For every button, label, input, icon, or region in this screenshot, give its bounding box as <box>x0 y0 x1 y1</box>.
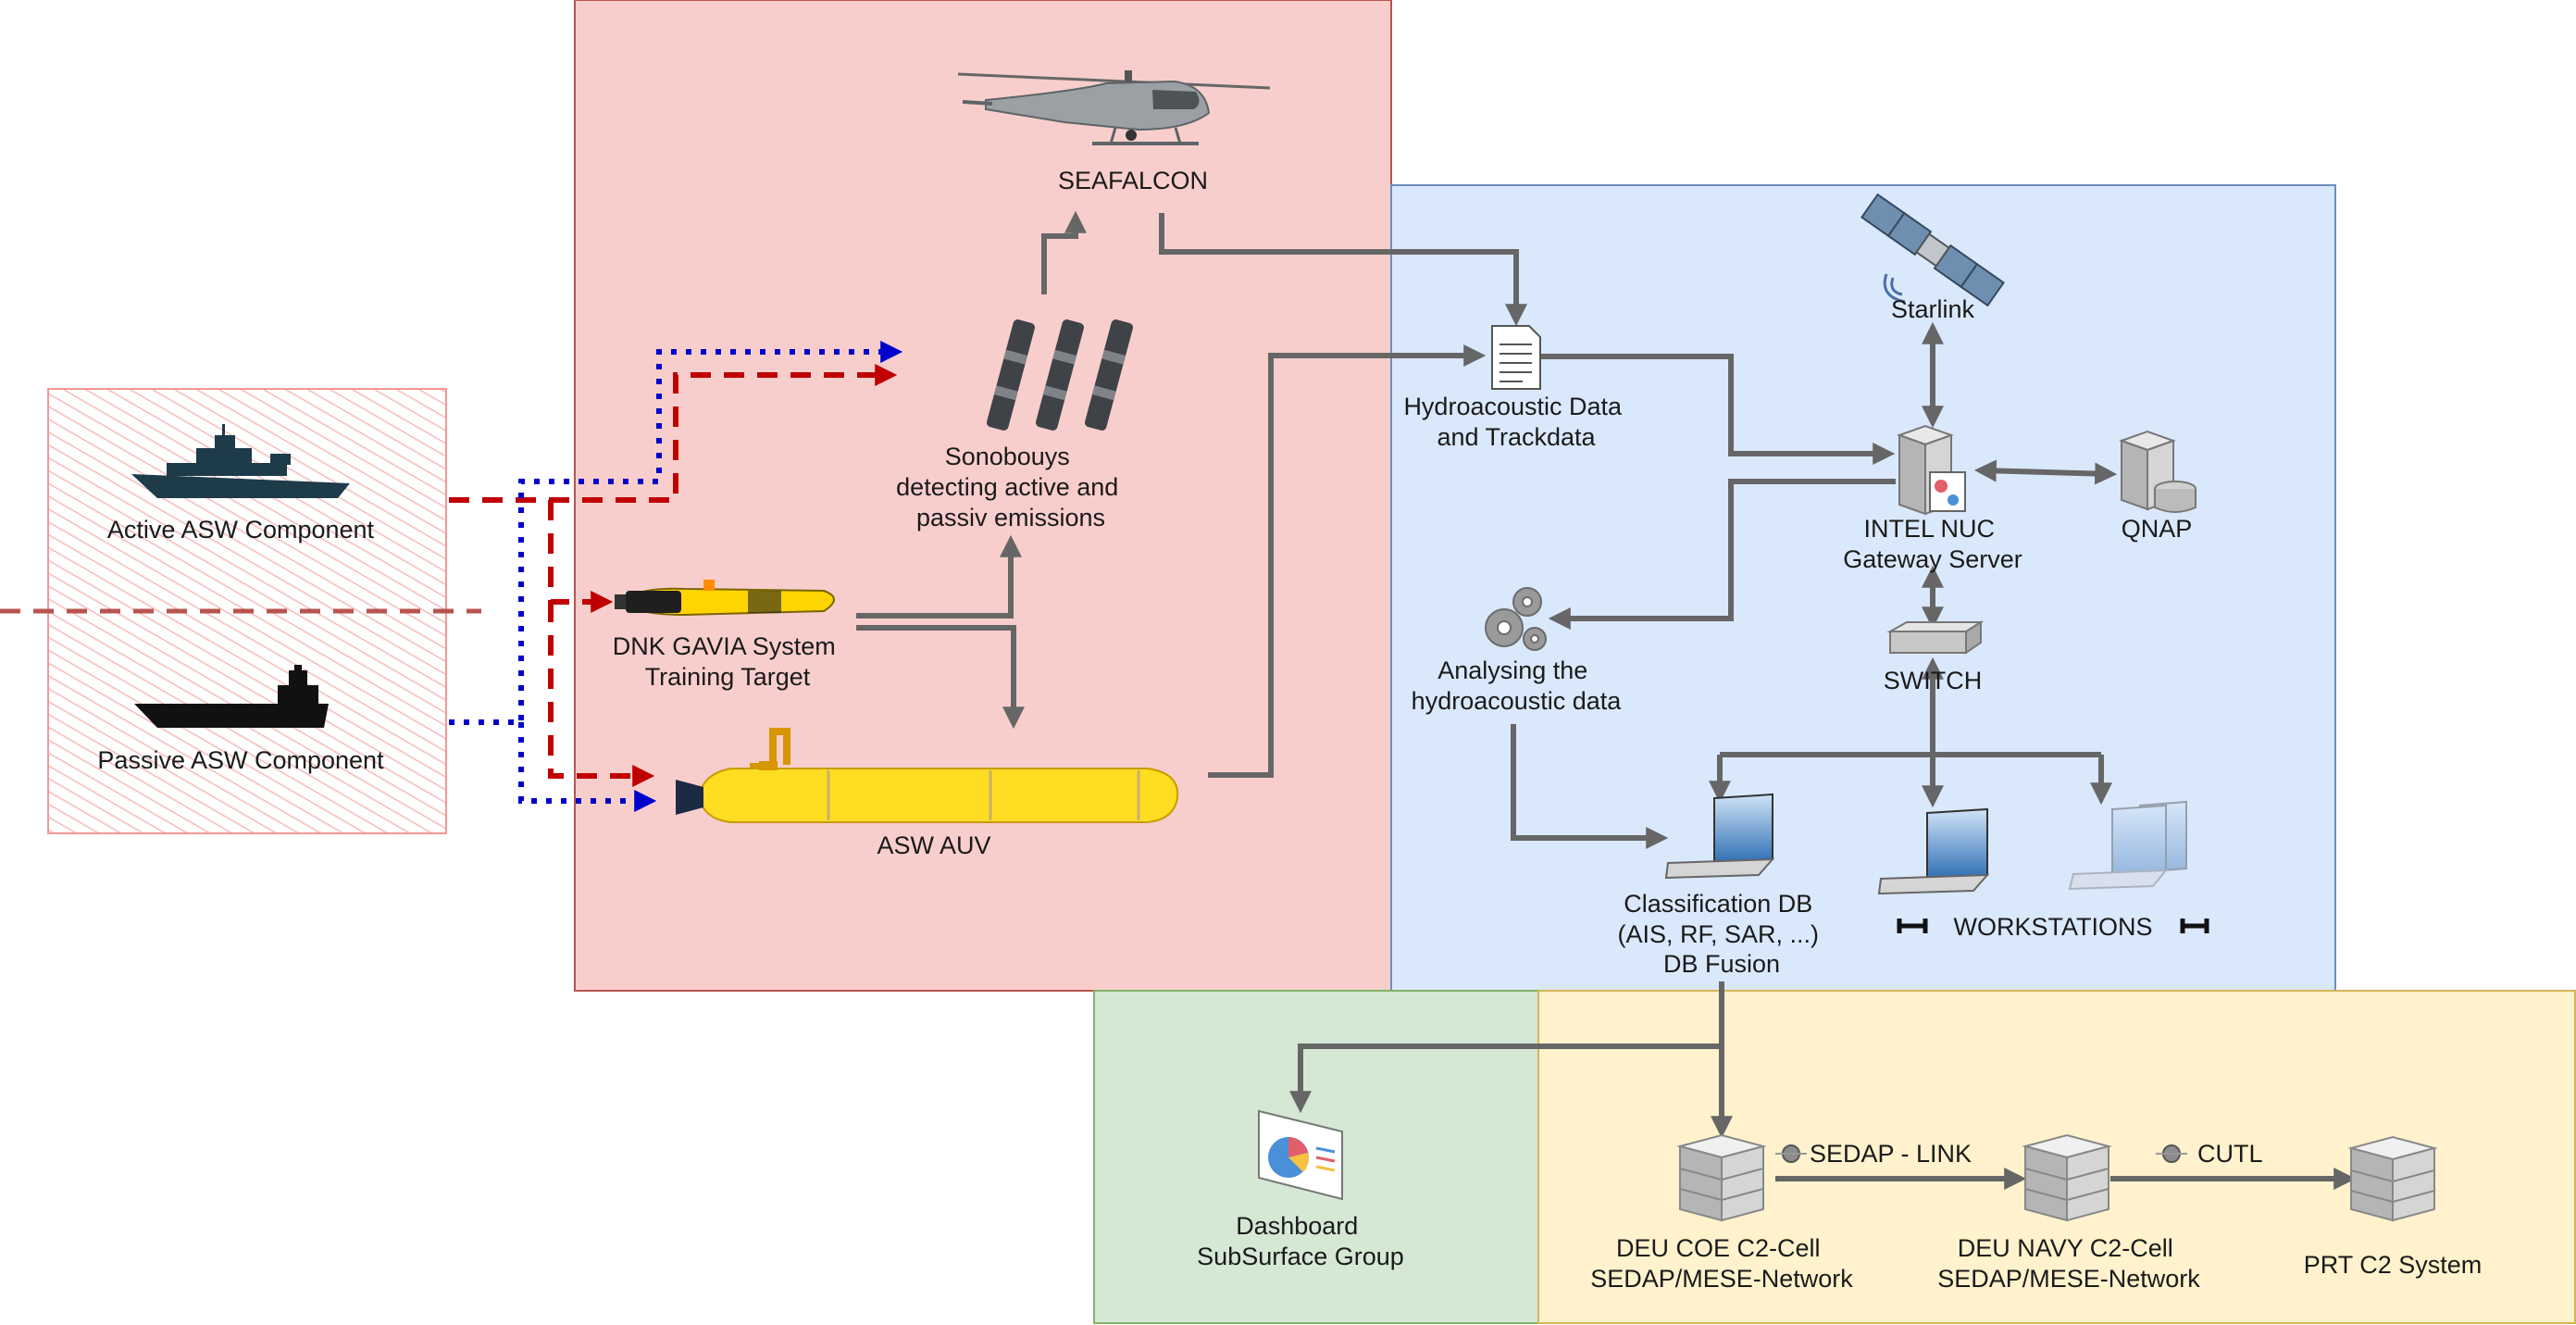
starlink-label: Starlink <box>1891 295 1975 323</box>
surface-zone <box>574 0 1392 992</box>
cargo-ship-icon <box>134 665 329 728</box>
destroyer-icon <box>131 424 350 498</box>
prt-server-icon <box>2347 1135 2438 1222</box>
workstations-label: WORKSTATIONS <box>1954 913 2153 941</box>
deu-navy-label: DEU NAVY C2-Cell SEDAP/MESE-Network <box>1937 1234 2200 1293</box>
prt-label: PRT C2 System <box>2304 1251 2483 1279</box>
sedap-link-globe-icon <box>1775 1144 1807 1163</box>
gateway-label: INTEL NUC Gateway Server <box>1843 515 2022 573</box>
seafalcon-helicopter-icon <box>957 70 1271 145</box>
cutl-label: CUTL <box>2197 1140 2263 1168</box>
qnap-storage-icon <box>2119 430 2196 513</box>
gears-icon <box>1485 587 1547 651</box>
sedap-link-label: SEDAP - LINK <box>1810 1140 1972 1168</box>
passive-asw-label: Passive ASW Component <box>97 746 384 774</box>
classification-label: Classification DB (AIS, RF, SAR, ...) DB… <box>1617 890 1825 978</box>
workstation-laptop-icon <box>1877 807 1990 895</box>
active-asw-links <box>0 364 898 787</box>
hydro-data-label: Hydroacoustic Data and Trackdata <box>1403 393 1628 451</box>
workstations-range-marker <box>1897 919 2209 933</box>
document-icon <box>1491 325 1541 390</box>
satellite-icon <box>1860 193 2005 307</box>
passive-asw-links <box>449 341 903 812</box>
sonobuoys-icon <box>987 319 1133 431</box>
switch-icon <box>1886 620 1985 655</box>
deu-navy-server-icon <box>2022 1133 2112 1222</box>
gavia-label: DNK GAVIA System Training Target <box>613 632 843 691</box>
asw-auv-label: ASW AUV <box>877 831 990 859</box>
switch-label: SWITCH <box>1884 667 1982 694</box>
gavia-auv-icon <box>615 580 835 617</box>
sonobuoys-label: Sonobouys detecting active and passiv em… <box>896 443 1126 531</box>
data-connectors <box>856 210 2357 1190</box>
seafalcon-label: SEAFALCON <box>1058 167 1208 194</box>
qnap-label: QNAP <box>2122 515 2193 543</box>
processing-zone <box>1390 184 2336 992</box>
asw-auv-icon <box>676 728 1179 823</box>
dashboard-icon <box>1258 1109 1343 1201</box>
analysing-label: Analysing the hydroacoustic data <box>1412 656 1623 715</box>
gateway-server-icon <box>1897 424 1966 516</box>
dashboard-label: Dashboard SubSurface Group <box>1197 1212 1404 1270</box>
workstation-laptops-faded-icon <box>2068 800 2187 891</box>
deu-coe-label: DEU COE C2-Cell SEDAP/MESE-Network <box>1590 1234 1853 1293</box>
classification-laptop-icon <box>1664 793 1775 880</box>
deu-coe-server-icon <box>1676 1133 1767 1222</box>
active-asw-label: Active ASW Component <box>107 516 375 544</box>
cutl-globe-icon <box>2156 1144 2187 1163</box>
